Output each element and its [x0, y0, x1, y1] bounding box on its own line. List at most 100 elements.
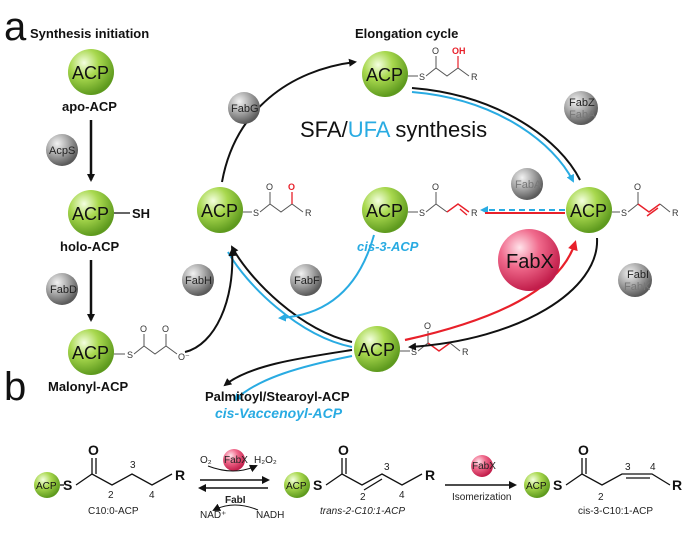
acp-sphere	[566, 187, 612, 233]
fabx-sphere	[498, 229, 560, 291]
acyl-chain	[425, 67, 470, 77]
fabx-sphere	[471, 455, 493, 477]
sulfur-atom: S	[419, 208, 425, 218]
acyl-chain	[627, 203, 639, 213]
bond	[449, 342, 461, 352]
nad-label: NAD⁺	[200, 510, 226, 521]
fabx-label: FabX	[506, 251, 554, 273]
title-elongation: Elongation cycle	[355, 26, 458, 41]
keto-oxygen-atom: O	[288, 182, 295, 192]
fabi-label-b: FabI	[225, 495, 246, 506]
ketoacyl-acp-node: ACP S O O R	[197, 182, 312, 233]
fabi-fabk-enzyme: FabI FabK	[618, 263, 652, 297]
cis-double-bond-line	[459, 208, 468, 216]
sulfur-atom: S	[411, 347, 417, 357]
acyl-acp-node: ACP S O R	[354, 321, 469, 372]
cis-double-bond	[446, 203, 470, 213]
sulfur-atom: S	[621, 208, 627, 218]
fabd-label: FabD	[50, 284, 77, 296]
sulfur-atom: S	[253, 208, 259, 218]
synthesis-label: synthesis	[389, 117, 487, 142]
fabh-enzyme: FabH	[182, 264, 214, 296]
isomerization-arrow: FabX Isomerization	[445, 455, 517, 503]
palmitoyl-stearoyl-label: Palmitoyl/Stearoyl-ACP	[205, 389, 350, 404]
r-group: R	[175, 467, 185, 483]
malonyl-chain	[133, 345, 178, 355]
r-group: R	[305, 208, 312, 218]
cis-acp-label: cis-3-C10:1-ACP	[578, 506, 653, 517]
arrow-hydroxy-to-enoyl-blue	[411, 91, 574, 183]
sulfur-atom: S	[313, 477, 322, 493]
cis3-acp-label: cis-3-ACP	[357, 239, 419, 254]
acp-sphere	[68, 49, 114, 95]
malonyl-acp-label: Malonyl-ACP	[48, 379, 129, 394]
fabz-label: FabZ	[569, 97, 595, 109]
fabf-enzyme: FabF	[290, 264, 322, 296]
bond	[659, 203, 671, 213]
nadh-curve	[212, 503, 259, 511]
acyl-chain	[417, 342, 429, 352]
fabg-label: FabG	[231, 103, 259, 115]
fabg-enzyme: FabG	[228, 92, 260, 124]
carbon-2: 2	[360, 492, 366, 503]
arrow-acyl-to-ketoacyl-black	[231, 245, 353, 343]
acp-sphere	[362, 187, 408, 233]
arrow-cis3-to-elongation	[278, 234, 375, 322]
cis-vaccenoyl-label: cis-Vaccenoyl-ACP	[215, 405, 343, 421]
acp-sphere	[524, 472, 550, 498]
acp-label: ACP	[72, 204, 109, 224]
acp-label: ACP	[286, 481, 307, 492]
hydroxyacyl-acp-node: ACP S O OH R	[362, 46, 478, 97]
acp-label: ACP	[366, 201, 403, 221]
o2-curve	[207, 464, 258, 473]
fabf-label: FabF	[294, 275, 320, 287]
oxygen-atom: O	[424, 321, 431, 331]
ufa-label: UFA	[348, 117, 391, 142]
apo-acp-label: apo-ACP	[62, 99, 117, 114]
acyl-chain	[565, 473, 671, 486]
carbon-3: 3	[384, 462, 390, 473]
faba-enzyme: FabA	[511, 168, 543, 200]
acyl-chain	[259, 203, 304, 213]
carbon-2: 2	[598, 492, 604, 503]
double-bond-line	[363, 478, 383, 491]
fabx-enzyme: FabX	[498, 229, 560, 291]
enzyme-sphere	[182, 264, 214, 296]
c10-acp-structure: ACP S O R 2 3 4 C10:0-ACP	[34, 442, 185, 517]
carbon-3: 3	[625, 462, 631, 473]
acp-sphere	[284, 472, 310, 498]
acp-label: ACP	[366, 65, 403, 85]
arrow-to-vaccenoyl	[233, 355, 353, 402]
fabx-small-label: FabX	[472, 461, 496, 472]
trans-acp-label: trans-2-C10:1-ACP	[320, 506, 405, 517]
acp-sphere	[34, 472, 60, 498]
oxygen-atom: O	[266, 182, 273, 192]
oxygen-atom: O	[578, 442, 589, 458]
sulfur-atom: S	[63, 477, 72, 493]
oxygen-atom: O	[88, 442, 99, 458]
carbon-3: 3	[130, 460, 136, 471]
enzyme-sphere	[290, 264, 322, 296]
acyl-chain	[75, 473, 173, 486]
oxygen-atom: O	[634, 182, 641, 192]
enzyme-sphere	[46, 273, 78, 305]
oxygen-atom: O	[338, 442, 349, 458]
carbon-4: 4	[149, 490, 155, 501]
apo-acp-node: ACP apo-ACP	[62, 49, 117, 114]
title-initiation: Synthesis initiation	[30, 26, 149, 41]
arrow-hydroxy-to-enoyl-black	[411, 87, 581, 181]
fabx-small-label: FabX	[224, 455, 248, 466]
enzyme-sphere	[618, 263, 652, 297]
acp-label: ACP	[201, 201, 238, 221]
oxygen-atom: O	[432, 46, 439, 56]
acp-sphere	[197, 187, 243, 233]
malonyl-acp-node: ACP S O O O⁻ Malonyl-ACP	[48, 324, 190, 394]
acp-sphere	[354, 326, 400, 372]
isomerization-label: Isomerization	[452, 492, 511, 503]
r-group: R	[672, 208, 679, 218]
r-group: R	[471, 72, 478, 82]
oxygen-atom: O	[162, 324, 169, 334]
arrow-to-palmitoyl	[223, 349, 353, 387]
fabh-label: FabH	[185, 275, 212, 287]
